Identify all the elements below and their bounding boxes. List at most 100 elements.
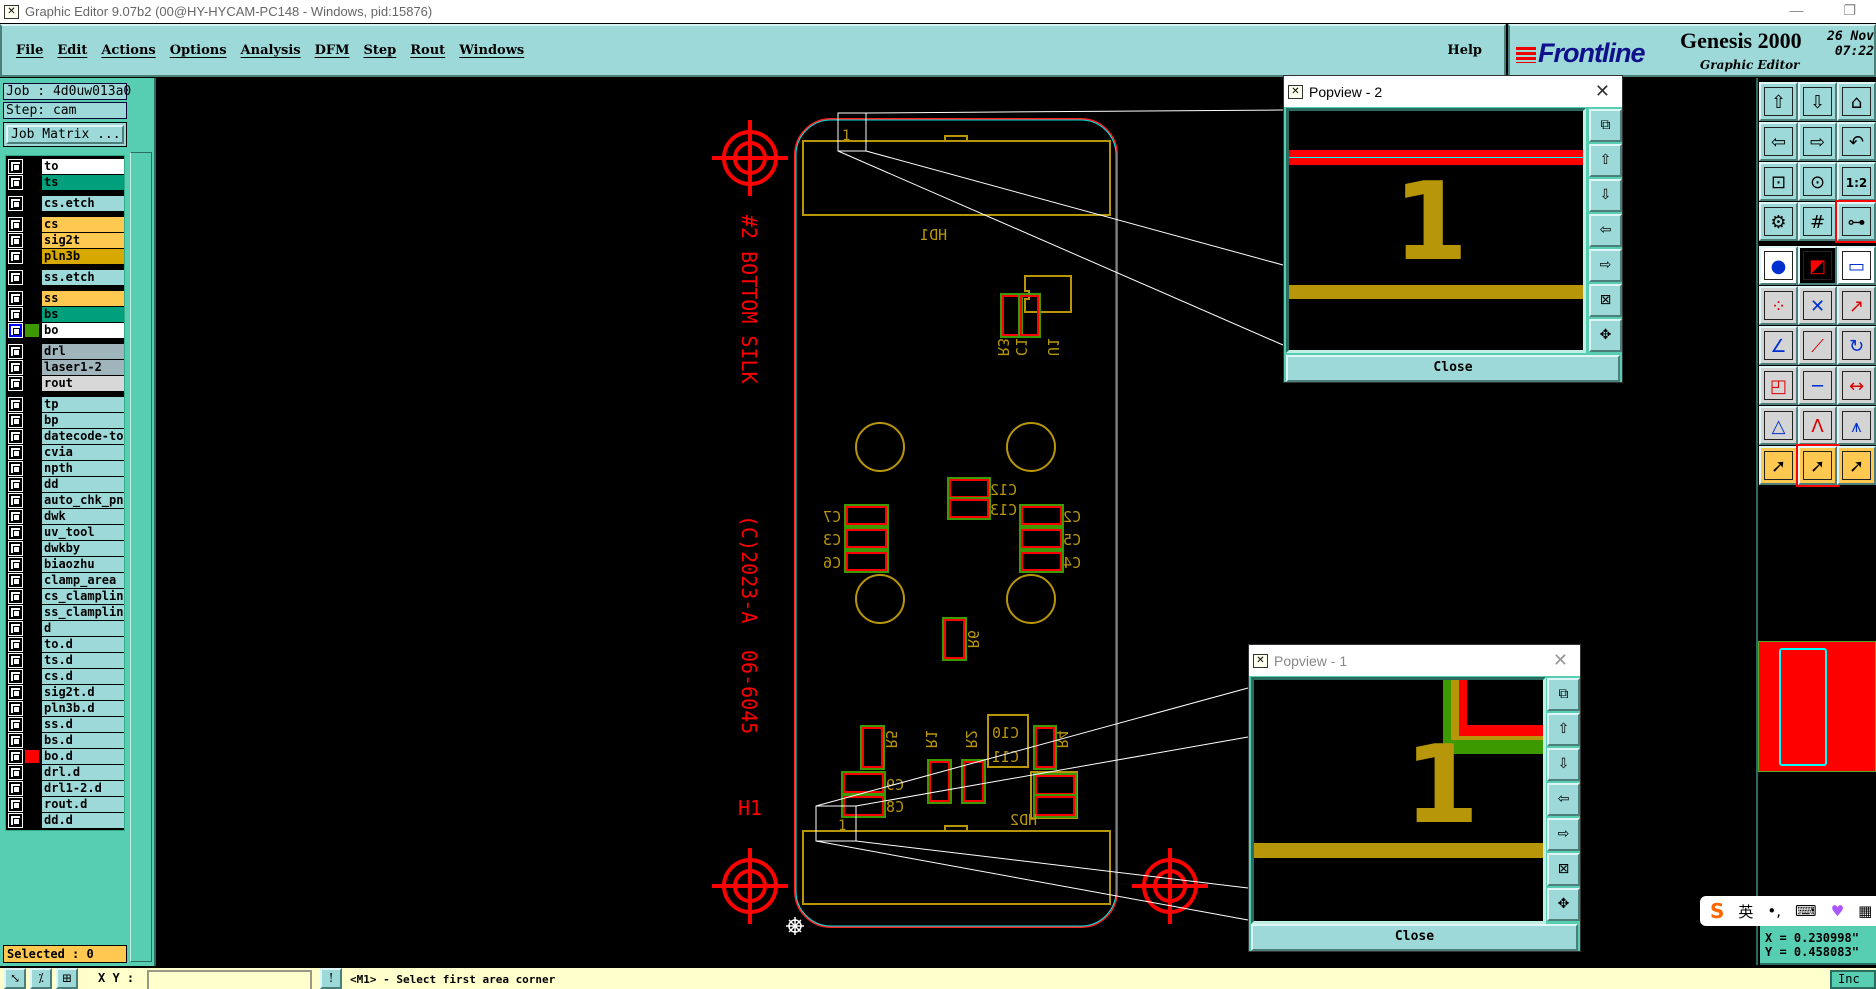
layer-row-cs.etch[interactable]: cs.etch bbox=[8, 196, 124, 211]
layer-row-npth[interactable]: npth bbox=[8, 461, 124, 476]
layer-name[interactable]: datecode-to bbox=[42, 429, 124, 444]
measure-distance-icon[interactable]: ◩ bbox=[1798, 246, 1837, 285]
pan-left-icon[interactable]: ⇦ bbox=[1589, 214, 1622, 247]
layer-row-cs[interactable]: cs bbox=[8, 217, 124, 232]
spacing-icon[interactable]: ↔ bbox=[1837, 366, 1876, 405]
layer-checkbox[interactable] bbox=[8, 605, 23, 620]
point-to-pad-icon[interactable]: ↗ bbox=[1837, 286, 1876, 325]
layer-checkbox[interactable] bbox=[8, 233, 23, 248]
zoom-out-icon[interactable]: ✥ bbox=[1547, 888, 1580, 921]
minimize-button[interactable]: — bbox=[1789, 2, 1804, 18]
layer-color-swatch[interactable] bbox=[25, 324, 39, 337]
layer-row-dd[interactable]: dd bbox=[8, 477, 124, 492]
layer-row-ts[interactable]: ts bbox=[8, 175, 124, 190]
layer-name[interactable]: ss.d bbox=[42, 717, 124, 732]
layer-name[interactable]: dd.d bbox=[42, 813, 124, 828]
layer-checkbox[interactable] bbox=[8, 509, 23, 524]
layer-name[interactable]: bs.d bbox=[42, 733, 124, 748]
layer-checkbox[interactable] bbox=[8, 557, 23, 572]
layer-name[interactable]: biaozhu bbox=[42, 557, 124, 572]
layer-name[interactable]: pln3b bbox=[42, 249, 124, 264]
layer-row-clamp_area[interactable]: clamp_area bbox=[8, 573, 124, 588]
layer-row-ss_clampline[interactable]: ss_clampline bbox=[8, 605, 124, 620]
layer-row-ss.d[interactable]: ss.d bbox=[8, 717, 124, 732]
keyboard-icon[interactable]: ⌨ bbox=[1795, 902, 1817, 920]
triangle-icon[interactable]: △ bbox=[1759, 406, 1798, 445]
pan-down-icon[interactable]: ⇩ bbox=[1589, 179, 1622, 212]
snap-button[interactable]: ⊞ bbox=[56, 968, 78, 989]
line-icon[interactable]: ⟋ bbox=[1798, 326, 1837, 365]
layer-name[interactable]: tp bbox=[42, 397, 124, 412]
layer-row-d[interactable]: d bbox=[8, 621, 124, 636]
layer-row-bs[interactable]: bs bbox=[8, 307, 124, 322]
skin-icon[interactable]: ♥ bbox=[1830, 902, 1845, 920]
angle-icon[interactable]: Λ bbox=[1798, 406, 1837, 445]
percent-button[interactable]: ⁒ bbox=[30, 968, 52, 989]
layer-name[interactable]: ss.etch bbox=[42, 270, 124, 285]
layer-checkbox[interactable] bbox=[8, 461, 23, 476]
line-split-icon[interactable]: ─ bbox=[1798, 366, 1837, 405]
layer-name[interactable]: cs bbox=[42, 217, 124, 232]
grid-menu-icon[interactable]: ▦ bbox=[1858, 902, 1873, 920]
layer-checkbox[interactable] bbox=[8, 669, 23, 684]
layer-name[interactable]: cs_clampline bbox=[42, 589, 124, 604]
layer-name[interactable]: drl bbox=[42, 344, 124, 359]
layer-checkbox[interactable] bbox=[8, 344, 23, 359]
grid-icon[interactable]: # bbox=[1798, 202, 1837, 241]
menu-help[interactable]: Help bbox=[1447, 43, 1482, 58]
menu-edit[interactable]: Edit bbox=[57, 43, 88, 58]
layer-name[interactable]: dwkby bbox=[42, 541, 124, 556]
layer-color-swatch[interactable] bbox=[25, 750, 39, 763]
menu-dfm[interactable]: DFM bbox=[314, 43, 350, 58]
layer-checkbox[interactable] bbox=[8, 249, 23, 264]
layer-checkbox[interactable] bbox=[8, 291, 23, 306]
xy-input[interactable] bbox=[147, 970, 312, 989]
layer-checkbox[interactable] bbox=[8, 733, 23, 748]
overview-minimap[interactable] bbox=[1758, 641, 1876, 772]
layer-checkbox[interactable] bbox=[8, 701, 23, 716]
layer-checkbox[interactable] bbox=[8, 749, 23, 764]
layer-row-to.d[interactable]: to.d bbox=[8, 637, 124, 652]
layer-checkbox[interactable] bbox=[8, 307, 23, 322]
pad-offset-icon[interactable]: ◰ bbox=[1759, 366, 1798, 405]
layer-name[interactable]: rout bbox=[42, 376, 124, 391]
layer-row-bo.d[interactable]: bo.d bbox=[8, 749, 124, 764]
zoom-in-icon[interactable]: ⊡ bbox=[1759, 162, 1798, 201]
command-button[interactable]: ! bbox=[320, 968, 342, 989]
pad-to-pad-icon[interactable]: ⁘ bbox=[1759, 286, 1798, 325]
layer-name[interactable]: npth bbox=[42, 461, 124, 476]
popview-2-close-button[interactable]: Close bbox=[1286, 355, 1620, 382]
arc-icon[interactable]: ↻ bbox=[1837, 326, 1876, 365]
zoom-window-icon[interactable]: ⧉ bbox=[1547, 678, 1580, 711]
layer-checkbox[interactable] bbox=[8, 196, 23, 211]
layer-row-dd.d[interactable]: dd.d bbox=[8, 813, 124, 828]
move-right-icon[interactable]: ⇨ bbox=[1798, 122, 1837, 161]
layer-checkbox[interactable] bbox=[8, 217, 23, 232]
layer-name[interactable]: ts.d bbox=[42, 653, 124, 668]
layer-name[interactable]: ss_clampline bbox=[42, 605, 124, 620]
layer-name[interactable]: sig2t bbox=[42, 233, 124, 248]
zoom-area-button[interactable]: ⤡ bbox=[4, 968, 26, 989]
pan-right-icon[interactable]: ⇨ bbox=[1547, 818, 1580, 851]
layer-row-ts.d[interactable]: ts.d bbox=[8, 653, 124, 668]
layer-name[interactable]: cs.etch bbox=[42, 196, 124, 211]
cross-icon[interactable]: ✕ bbox=[1798, 286, 1837, 325]
menu-analysis[interactable]: Analysis bbox=[240, 43, 301, 58]
layer-row-tp[interactable]: tp bbox=[8, 397, 124, 412]
layer-checkbox[interactable] bbox=[8, 159, 23, 174]
layer-name[interactable]: rout.d bbox=[42, 797, 124, 812]
layer-list-scrollbar[interactable] bbox=[130, 152, 152, 962]
layer-name[interactable]: auto_chk_pnl bbox=[42, 493, 124, 508]
select-icon[interactable]: ➚ bbox=[1759, 446, 1798, 485]
layer-checkbox[interactable] bbox=[8, 493, 23, 508]
pan-up-icon[interactable]: ⇧ bbox=[1547, 713, 1580, 746]
layer-checkbox[interactable] bbox=[8, 813, 23, 828]
popview-2-canvas[interactable]: 1 bbox=[1286, 108, 1586, 353]
arch-icon[interactable]: ⩚ bbox=[1837, 406, 1876, 445]
layer-checkbox[interactable] bbox=[8, 429, 23, 444]
undo-view-icon[interactable]: ↶ bbox=[1837, 122, 1876, 161]
layer-name[interactable]: laser1-2 bbox=[42, 360, 124, 375]
menu-actions[interactable]: Actions bbox=[101, 43, 156, 58]
layer-checkbox[interactable] bbox=[8, 270, 23, 285]
close-icon[interactable]: ✕ bbox=[1552, 650, 1568, 671]
